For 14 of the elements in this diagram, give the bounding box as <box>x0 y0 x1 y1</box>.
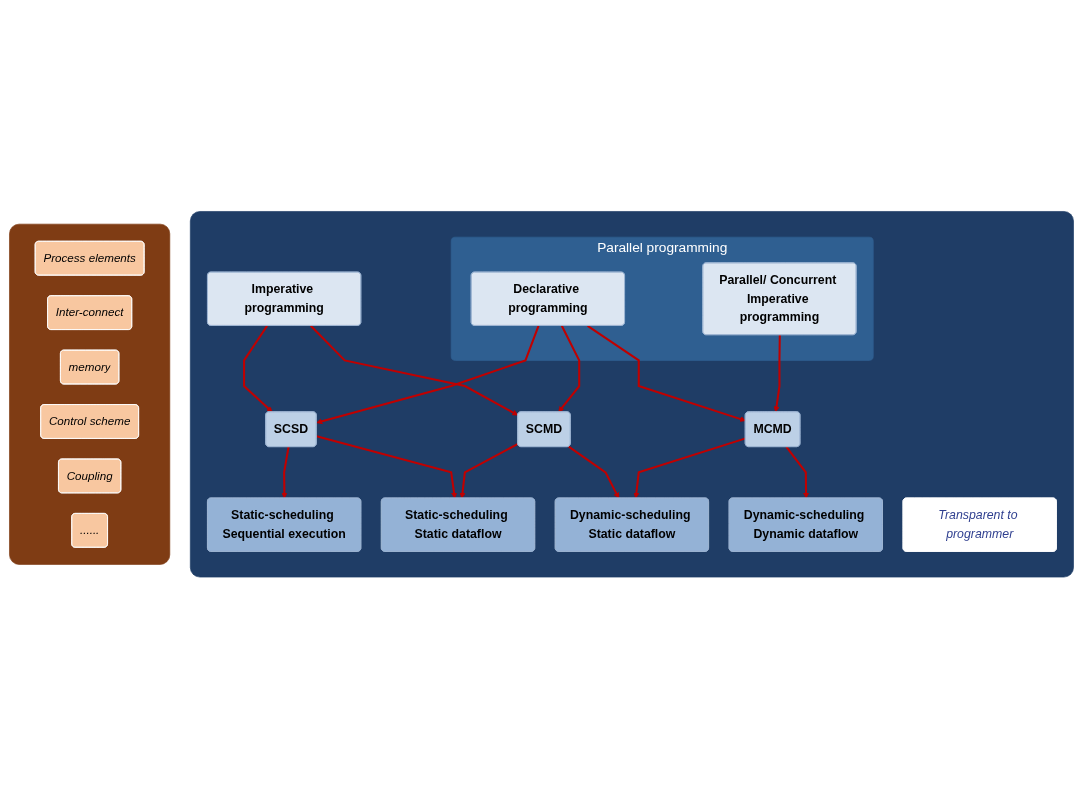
arrow <box>587 325 746 423</box>
arrow <box>459 443 519 499</box>
arrow <box>310 325 519 416</box>
arrow <box>243 325 273 413</box>
arrow <box>633 437 746 499</box>
arrow <box>568 446 620 499</box>
arrow <box>316 325 540 425</box>
cluster <box>190 211 1074 578</box>
arrow <box>281 447 290 499</box>
cluster <box>9 224 171 565</box>
arrow <box>773 335 781 413</box>
arrow <box>558 325 581 413</box>
arrow <box>316 435 458 499</box>
arrow <box>785 446 810 499</box>
